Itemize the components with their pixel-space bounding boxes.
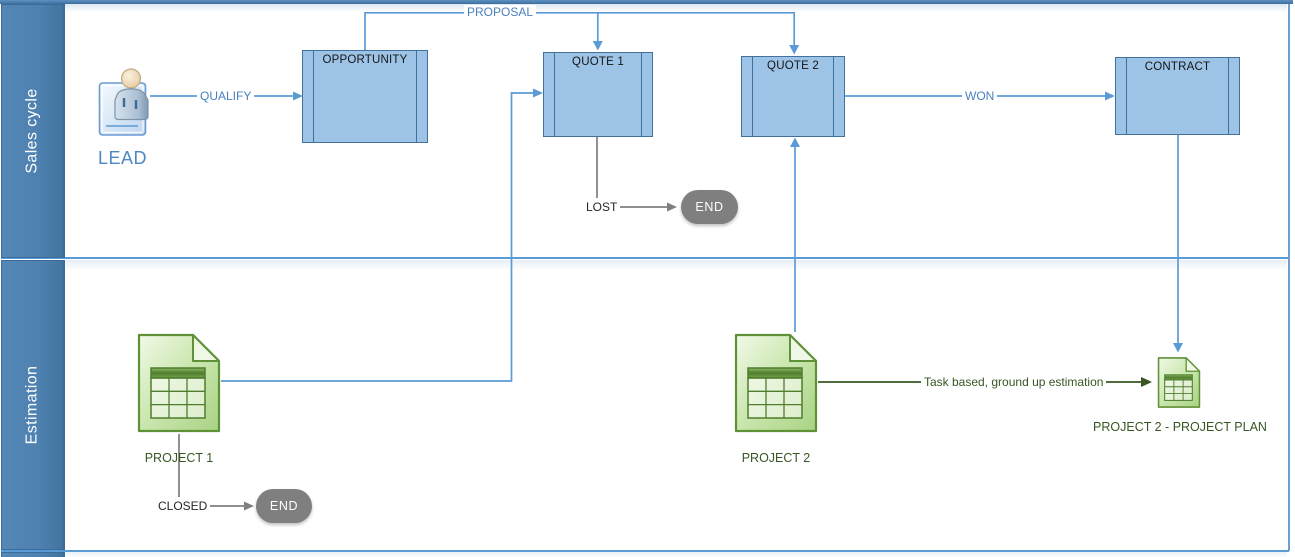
subprocess-band [752, 57, 754, 136]
subprocess-band [415, 51, 417, 142]
subprocess-band [554, 53, 556, 136]
lane-divider [1, 549, 1289, 552]
quote2-node[interactable]: QUOTE 2 [741, 56, 845, 137]
project1-to-quote1-connector[interactable] [221, 88, 543, 382]
contract-label: CONTRACT [1144, 61, 1211, 73]
frame-right-border [1288, 4, 1290, 551]
subprocess-band [832, 57, 834, 136]
project-plan-document-icon[interactable] [1157, 356, 1201, 409]
lane-shading [63, 4, 1287, 12]
quote1-node[interactable]: QUOTE 1 [543, 52, 653, 137]
lane-header-estimation[interactable]: Estimation [1, 260, 65, 550]
subprocess-band [313, 51, 315, 142]
closed-connector-label: CLOSED [155, 499, 211, 515]
opportunity-label: OPPORTUNITY [322, 54, 408, 66]
subprocess-band [1227, 58, 1229, 134]
project1-node-label: PROJECT 1 [144, 451, 214, 465]
project-plan-node-label: PROJECT 2 - PROJECT PLAN [1093, 420, 1267, 434]
project1-document-icon[interactable] [136, 332, 222, 434]
contract-node[interactable]: CONTRACT [1115, 57, 1240, 135]
won-connector-label: WON [962, 89, 998, 105]
end-node-sales[interactable]: END [681, 190, 738, 224]
project2-node-label: PROJECT 2 [741, 451, 811, 465]
subprocess-band [1126, 58, 1128, 134]
frame-top-border [0, 0, 1293, 4]
subprocess-band [640, 53, 642, 136]
lane-shading [63, 551, 1287, 557]
lead-person-icon[interactable] [97, 66, 159, 140]
end-node-estimation[interactable]: END [256, 489, 312, 523]
contract-to-plan-connector[interactable] [1173, 135, 1183, 353]
opportunity-node[interactable]: OPPORTUNITY [302, 50, 428, 143]
lane-shading [63, 259, 1287, 270]
quote2-label: QUOTE 2 [767, 60, 819, 72]
lane-header-partial [1, 552, 65, 557]
qualify-connector-label: QUALIFY [197, 89, 255, 105]
end-label: END [269, 499, 299, 513]
quote1-label: QUOTE 1 [572, 56, 624, 68]
lane-divider [1, 257, 1289, 259]
estimation-note-label: Task based, ground up estimation [921, 375, 1107, 391]
lead-node-label: LEAD [98, 148, 148, 168]
proposal-connector-label: PROPOSAL [464, 5, 537, 21]
lane-header-sales-cycle[interactable]: Sales cycle [1, 4, 65, 258]
end-label: END [695, 200, 724, 214]
lost-connector-label: LOST [583, 200, 621, 216]
proposal-connector[interactable] [364, 11, 800, 55]
project2-document-icon[interactable] [733, 332, 819, 434]
lost-connector[interactable] [596, 137, 677, 212]
closed-connector[interactable] [178, 434, 254, 511]
project2-to-quote2-connector[interactable] [790, 137, 800, 333]
